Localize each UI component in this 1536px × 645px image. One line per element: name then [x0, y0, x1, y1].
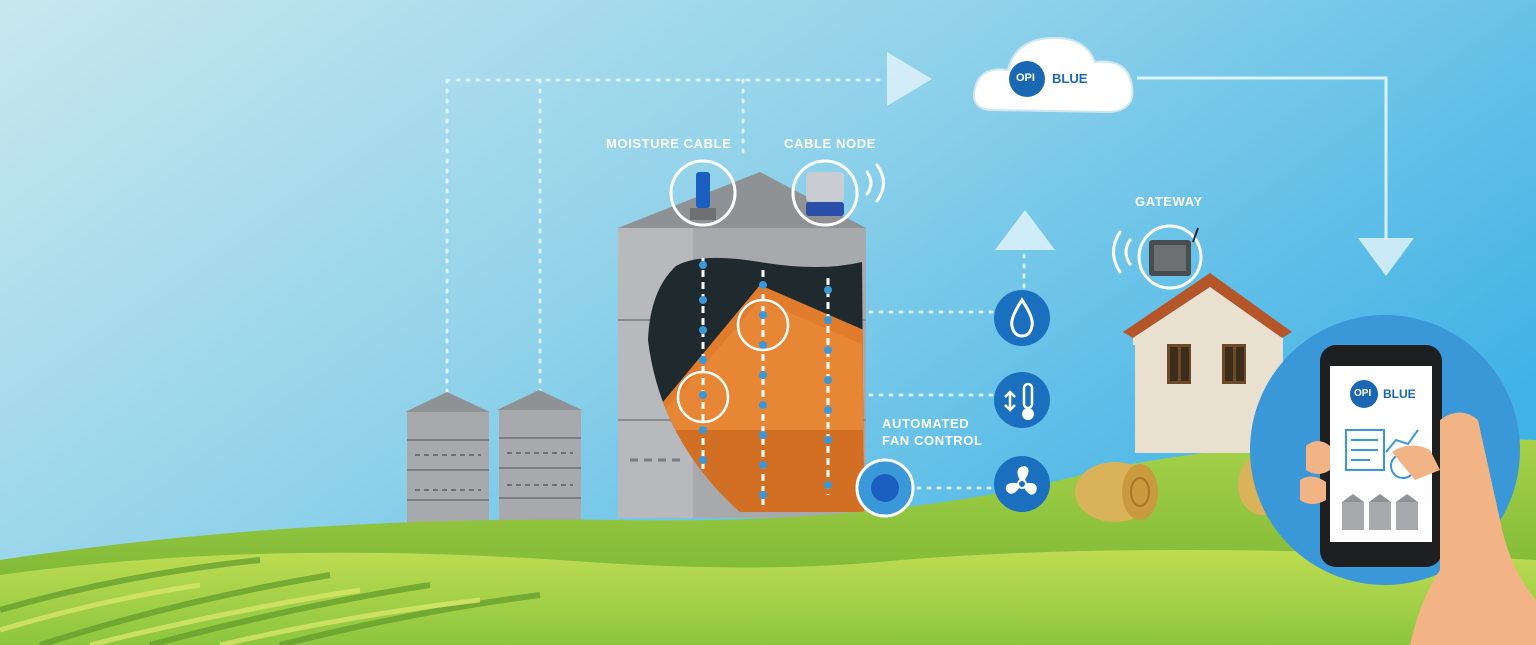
arrow-right-icon — [887, 52, 932, 106]
main-grain-bin — [618, 172, 866, 518]
fan-control-device — [855, 458, 915, 518]
cable-node-device — [791, 159, 859, 227]
moisture-cable-device — [669, 159, 737, 227]
cable-node-label: CABLE NODE — [784, 136, 876, 151]
automated-fan-control-label: AUTOMATED FAN CONTROL — [882, 415, 1002, 449]
fan-icon — [994, 456, 1050, 512]
wifi-signal-icon — [865, 163, 885, 203]
arrow-up-icon — [995, 210, 1055, 250]
cloud-logo-mark: OPI — [1016, 72, 1035, 84]
hay-bale — [1075, 462, 1158, 522]
moisture-cable-label: MOISTURE CABLE — [606, 136, 732, 151]
crop-rows-light — [0, 582, 481, 645]
phone-logo-mark: OPI — [1354, 388, 1372, 399]
cloud-icon — [973, 36, 1134, 114]
automated-fan-control-line1: AUTOMATED — [882, 416, 970, 431]
automated-fan-control-line2: FAN CONTROL — [882, 433, 983, 448]
grain-bin-icon — [497, 390, 582, 525]
cloud-logo-word: BLUE — [1052, 71, 1088, 86]
smartphone-icon — [1320, 345, 1442, 567]
phone-logo-word: BLUE — [1383, 387, 1416, 401]
gateway-device — [1137, 224, 1203, 290]
cloud-to-phone-line — [1137, 76, 1388, 240]
wifi-signal-icon — [1112, 230, 1132, 274]
grain-bin-icon — [405, 392, 490, 530]
temperature-icon — [994, 372, 1050, 428]
moisture-drop-icon — [994, 290, 1050, 346]
gateway-label: GATEWAY — [1135, 194, 1203, 209]
arrow-down-icon — [1358, 238, 1414, 276]
hand — [1300, 412, 1536, 645]
crop-rows — [0, 557, 541, 645]
